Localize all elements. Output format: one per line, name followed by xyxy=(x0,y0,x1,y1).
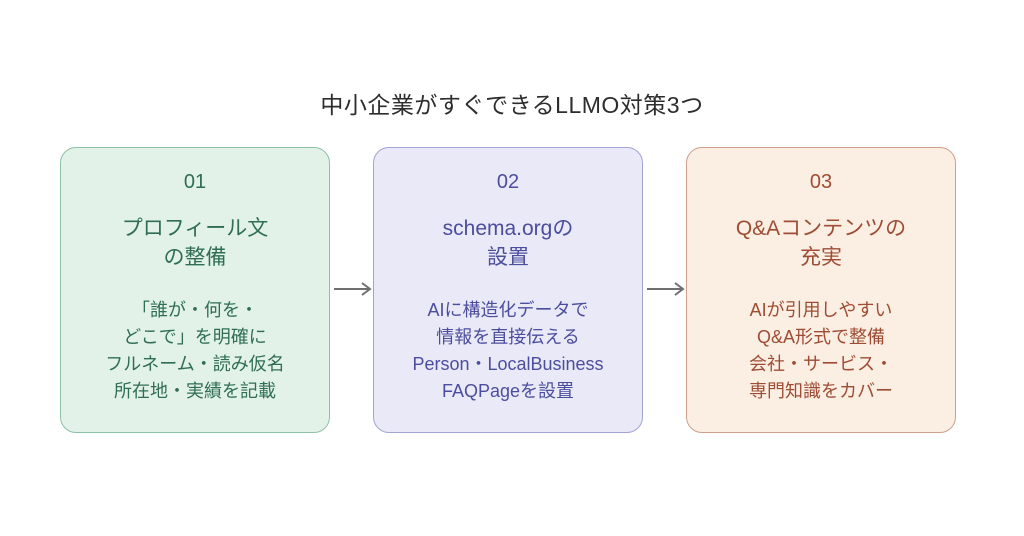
step-number: 02 xyxy=(496,171,520,193)
step-description-line: フルネーム・読み仮名 xyxy=(105,354,285,374)
step-number: 03 xyxy=(809,171,833,193)
step-heading-line: 充実 xyxy=(800,246,842,269)
step-heading-line: プロフィール文 xyxy=(121,217,269,240)
step-description-line: どこで」を明確に xyxy=(123,327,267,347)
step-heading-line: の整備 xyxy=(163,246,227,269)
diagram-title: 中小企業がすぐできるLLMO対策3つ xyxy=(320,92,704,118)
step-description-line: AIに構造化データで xyxy=(427,300,589,320)
step-heading-line: 設置 xyxy=(487,246,529,269)
right-arrow-icon xyxy=(646,281,686,297)
step-description-line: 「誰が・何を・ xyxy=(132,300,258,320)
step-heading: プロフィール文 の整備 xyxy=(61,214,329,272)
step-heading: Q&Aコンテンツの 充実 xyxy=(687,214,955,272)
step-heading-line: schema.orgの xyxy=(442,217,574,240)
step-description: AIに構造化データで 情報を直接伝える Person・LocalBusiness… xyxy=(374,297,642,405)
step-card-qa-content: 03 Q&Aコンテンツの 充実 AIが引用しやすい Q&A形式で整備 会社・サー… xyxy=(686,147,956,433)
step-description-line: 情報を直接伝える xyxy=(436,327,580,347)
step-description-line: FAQPageを設置 xyxy=(441,381,575,401)
step-description-line: Person・LocalBusiness xyxy=(412,354,604,374)
step-description-line: 専門知識をカバー xyxy=(749,381,893,401)
step-card-profile: 01 プロフィール文 の整備 「誰が・何を・ どこで」を明確に フルネーム・読み… xyxy=(60,147,330,433)
step-description-line: 会社・サービス・ xyxy=(749,354,893,374)
step-description: AIが引用しやすい Q&A形式で整備 会社・サービス・ 専門知識をカバー xyxy=(687,297,955,405)
step-description-line: 所在地・実績を記載 xyxy=(114,381,276,401)
step-description-line: AIが引用しやすい xyxy=(749,300,893,320)
step-heading-line: Q&Aコンテンツの xyxy=(735,217,907,240)
step-description-line: Q&A形式で整備 xyxy=(756,327,885,347)
step-card-schema: 02 schema.orgの 設置 AIに構造化データで 情報を直接伝える Pe… xyxy=(373,147,643,433)
step-description: 「誰が・何を・ どこで」を明確に フルネーム・読み仮名 所在地・実績を記載 xyxy=(61,297,329,405)
right-arrow-icon xyxy=(333,281,373,297)
step-number: 01 xyxy=(183,171,207,193)
step-heading: schema.orgの 設置 xyxy=(374,214,642,272)
